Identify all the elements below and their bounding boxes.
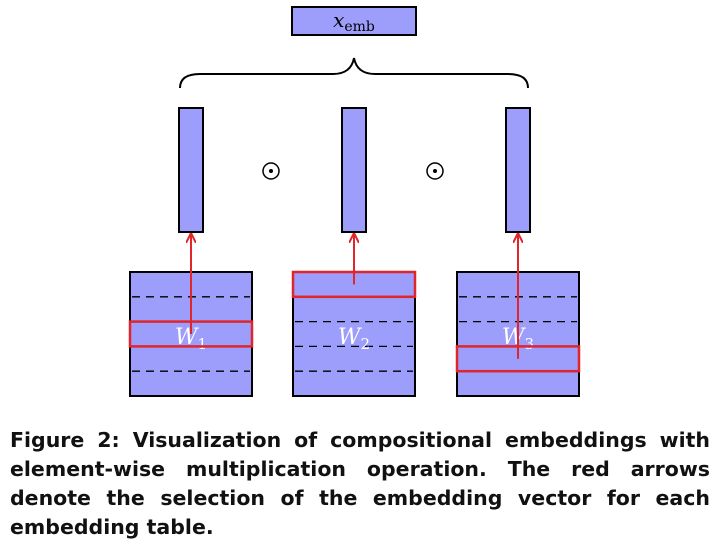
hadamard-operator-2: [426, 162, 444, 180]
x-emb-label-subscript: emb: [344, 19, 375, 35]
table-1-label-subscript: 1: [198, 335, 208, 353]
table-2-label: W2: [338, 325, 370, 353]
figure-caption-label: Figure 2:: [10, 428, 120, 452]
x-emb-label-base: x: [333, 8, 344, 32]
figure-caption-text: Visualization of compositional embedding…: [10, 428, 711, 539]
embedding-vector-1: [178, 107, 204, 233]
x-emb-label: xemb: [333, 8, 375, 35]
grouping-brace: [179, 57, 529, 89]
embedding-table-2: [292, 271, 416, 397]
table-3-label-subscript: 3: [525, 335, 535, 353]
figure-caption: Figure 2: Visualization of compositional…: [10, 426, 710, 542]
x-emb-box: [291, 6, 417, 36]
embedding-vector-3: [505, 107, 531, 233]
hadamard-operator-1: [262, 162, 280, 180]
embedding-vector-2: [341, 107, 367, 233]
table-2-label-base: W: [338, 325, 363, 350]
table-2-label-subscript: 2: [361, 335, 371, 353]
